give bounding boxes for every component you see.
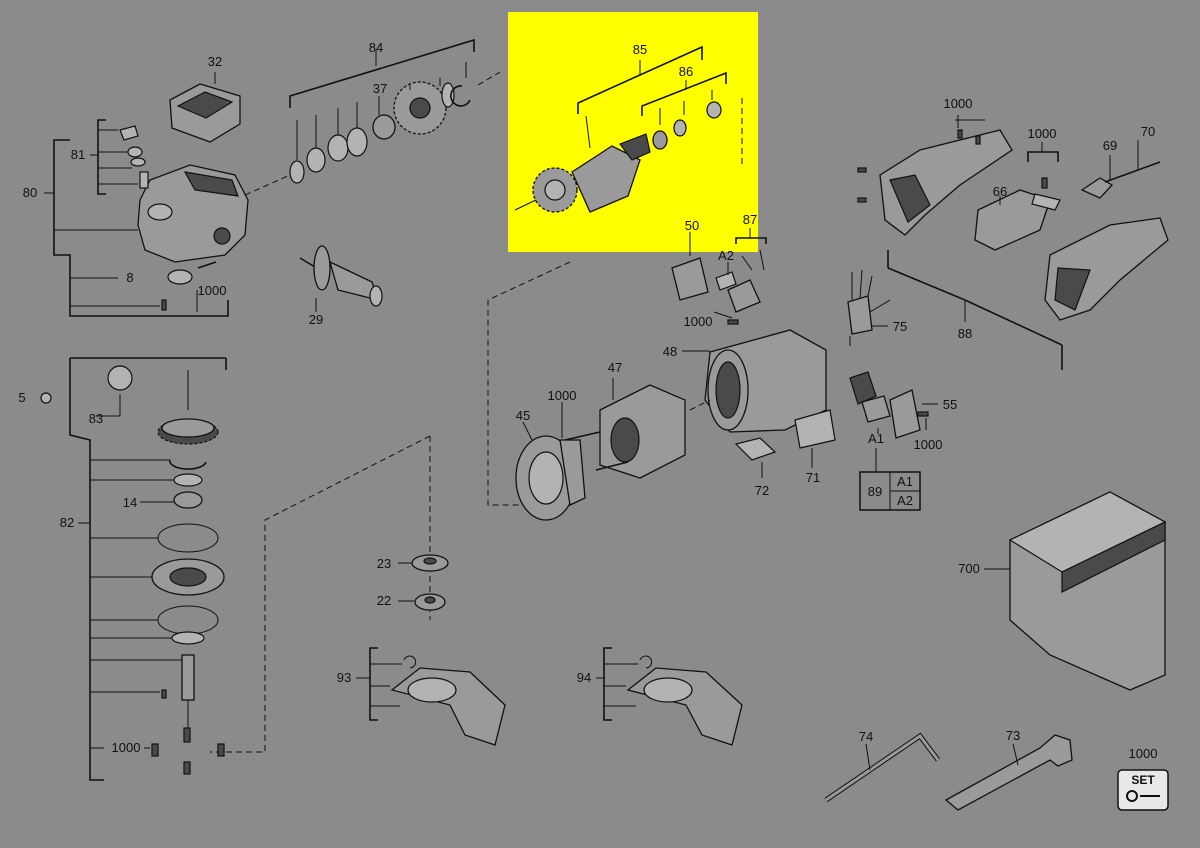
part-8-bearing	[167, 269, 193, 285]
part-88-handle-housing	[857, 115, 1169, 370]
label-80: 80	[23, 185, 37, 200]
label-5: 5	[18, 390, 25, 405]
gear-stack-82-83	[40, 357, 227, 781]
part-66-switch	[974, 189, 1051, 251]
parts-71-72-labels	[734, 409, 836, 478]
label-1000-f: 1000	[914, 437, 943, 452]
guard-94	[596, 647, 743, 746]
label-47: 47	[608, 360, 622, 375]
label-69: 69	[1103, 138, 1117, 153]
label-66: 66	[993, 184, 1007, 199]
part-50-brush-holder	[671, 228, 767, 325]
part-69	[1080, 177, 1114, 199]
label-45: 45	[516, 408, 530, 423]
label-83: 83	[89, 411, 103, 426]
label-8: 8	[126, 270, 133, 285]
label-70: 70	[1141, 124, 1155, 139]
gear-head-housing-group	[44, 72, 291, 317]
guard-93	[356, 647, 506, 746]
part-55-brush-holder	[849, 371, 938, 472]
label-87: 87	[743, 212, 757, 227]
part-32-top	[176, 91, 234, 119]
label-75: 75	[893, 319, 907, 334]
label-48: 48	[663, 344, 677, 359]
label-86: 86	[679, 64, 693, 79]
label-89: 89	[868, 484, 882, 499]
label-A1-a: A1	[868, 431, 884, 446]
part-45-baffle	[515, 421, 586, 521]
label-A1-b: A1	[897, 474, 913, 489]
label-1000-d: 1000	[684, 314, 713, 329]
part-37-bearing	[372, 114, 396, 140]
part-700-carrying-case	[984, 491, 1167, 691]
label-700: 700	[958, 561, 980, 576]
label-37: 37	[373, 81, 387, 96]
set-label: SET	[1131, 773, 1155, 787]
label-1000-c: 1000	[1028, 126, 1057, 141]
tools-73-74	[824, 732, 1169, 811]
label-1000-g: 1000	[112, 740, 141, 755]
label-29: 29	[309, 312, 323, 327]
label-72: 72	[755, 483, 769, 498]
label-1000-a: 1000	[198, 283, 227, 298]
label-1000-b: 1000	[944, 96, 973, 111]
part-75-electronic-module	[847, 269, 891, 346]
part-73-spanner	[944, 734, 1073, 811]
label-84: 84	[369, 40, 383, 55]
label-74: 74	[859, 729, 873, 744]
label-50: 50	[685, 218, 699, 233]
label-82: 82	[60, 515, 74, 530]
part-48-motor-housing	[682, 329, 827, 433]
callout-labels: 84 32 37 81 80 8 1000 29 85 86 1000 1000…	[18, 40, 1157, 787]
part-89-kit-table	[859, 471, 921, 511]
flanges-22-23	[398, 554, 449, 611]
label-14: 14	[123, 495, 137, 510]
label-71: 71	[806, 470, 820, 485]
label-81: 81	[71, 147, 85, 162]
label-1000-e: 1000	[548, 388, 577, 403]
label-88: 88	[958, 326, 972, 341]
part-29-side-handle	[299, 245, 383, 312]
armature-highlight	[508, 12, 758, 252]
label-32: 32	[208, 54, 222, 69]
label-55: 55	[943, 397, 957, 412]
part-84-group	[289, 38, 501, 184]
label-22: 22	[377, 593, 391, 608]
label-85: 85	[633, 42, 647, 57]
label-A2-a: A2	[718, 248, 734, 263]
label-1000-h: 1000	[1129, 746, 1158, 761]
part-47-stator	[561, 378, 711, 479]
label-A2-b: A2	[897, 493, 913, 508]
label-93: 93	[337, 670, 351, 685]
label-73: 73	[1006, 728, 1020, 743]
label-23: 23	[377, 556, 391, 571]
label-94: 94	[577, 670, 591, 685]
part-85-armature	[514, 45, 743, 213]
